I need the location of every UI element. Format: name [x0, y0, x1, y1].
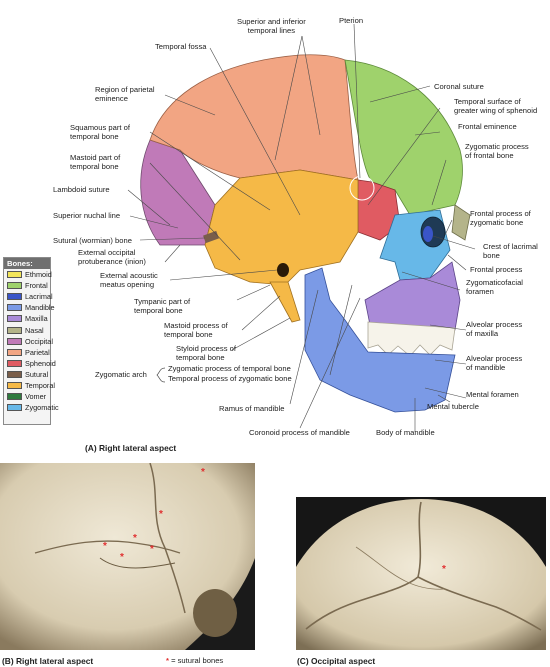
legend-swatch	[7, 315, 22, 323]
label-external-occipital: External occipital protuberance (inion)	[78, 248, 146, 266]
legend-swatch	[7, 393, 22, 401]
label-tympanic-part: Tympanic part of temporal bone	[134, 297, 191, 315]
label-mastoid-part: Mastoid part of temporal bone	[70, 153, 121, 171]
label-zygomatic-arch: Zygomatic arch	[95, 370, 147, 379]
sutural-star: *	[159, 509, 163, 520]
photo-right-lateral	[0, 463, 255, 650]
legend-swatch	[7, 381, 22, 389]
sutural-star: *	[103, 541, 107, 552]
legend-label: Vomer	[25, 392, 47, 402]
legend-swatch	[7, 337, 22, 345]
label-styloid-process: Styloid process of temporal bone	[176, 344, 236, 362]
label-frontal-process-zygomatic: Frontal process of zygomatic bone	[470, 209, 531, 227]
label-ramus-mandible: Ramus of mandible	[219, 404, 285, 413]
label-coronal-suture: Coronal suture	[434, 82, 484, 91]
legend-label: Parietal	[25, 347, 50, 357]
legend-item: Lacrimal	[4, 291, 53, 302]
legend-swatch	[7, 348, 22, 356]
label-mental-foramen: Mental foramen	[466, 390, 519, 399]
upper-teeth	[367, 321, 456, 357]
label-zygomatic-process-temporal: Zygomatic process of temporal bone	[168, 364, 291, 373]
label-alveolar-mandible: Alveolar process of mandible	[466, 354, 523, 372]
legend-item: Sutural	[4, 369, 50, 380]
label-external-acoustic: External acoustic meatus opening	[100, 271, 158, 289]
legend-swatch	[7, 326, 22, 334]
frontal-bone	[344, 59, 463, 216]
leader-lines	[127, 23, 476, 432]
sutural-bone	[203, 230, 219, 244]
sutural-star: *	[201, 467, 205, 478]
legend-item: Zygomatic	[4, 402, 59, 413]
label-temporal-lines: Superior and inferior temporal lines	[237, 17, 306, 35]
legend-swatch	[7, 293, 22, 301]
legend-item: Ethmoid	[4, 269, 52, 280]
legend-item: Parietal	[4, 347, 50, 358]
legend-label: Lacrimal	[25, 292, 53, 302]
label-squamous-temporal: Squamous part of temporal bone	[70, 123, 130, 141]
label-body-mandible: Body of mandible	[376, 428, 435, 437]
legend-item: Temporal	[4, 380, 55, 391]
caption-a: (A) Right lateral aspect	[85, 443, 177, 453]
label-mental-tubercle: Mental tubercle	[427, 402, 479, 411]
legend-swatch	[7, 370, 22, 378]
skull-illustration	[127, 23, 476, 432]
zygomatic-arch-brace	[156, 367, 166, 383]
sutural-star: *	[442, 564, 446, 575]
legend-swatch	[7, 282, 22, 290]
legend-item: Nasal	[4, 324, 50, 335]
sutural-star: *	[120, 552, 124, 563]
legend-label: Nasal	[25, 325, 44, 335]
legend-label: Ethmoid	[25, 270, 52, 280]
legend-item: Occipital	[4, 336, 53, 347]
label-frontal-eminence: Frontal eminence	[458, 122, 517, 131]
legend-label: Zygomatic	[25, 403, 59, 413]
mandible-bone	[304, 267, 456, 413]
nasal-bone	[451, 204, 471, 241]
caption-b: (B) Right lateral aspect	[2, 656, 94, 666]
label-temporal-process-zygomatic: Temporal process of zygomatic bone	[168, 374, 292, 383]
legend-label: Sphenoid	[25, 358, 56, 368]
legend-item: Vomer	[4, 391, 50, 402]
legend-item: Maxilla	[4, 313, 50, 324]
label-parietal-eminence: Region of parietal eminence	[95, 85, 155, 103]
label-frontal-process: Frontal process	[470, 265, 523, 274]
label-coronoid-process: Coronoid process of mandible	[249, 428, 350, 437]
pterion-circle	[349, 175, 375, 201]
legend-swatch	[7, 304, 22, 312]
label-zygomatic-process-frontal: Zygomatic process of frontal bone	[465, 142, 529, 160]
caption-c: (C) Occipital aspect	[297, 656, 376, 666]
legend-label: Occipital	[25, 336, 53, 346]
legend-item: Mandible	[4, 302, 55, 313]
label-superior-nuchal-line: Superior nuchal line	[53, 211, 121, 220]
legend-label: Mandible	[25, 303, 55, 313]
sutural-note: * = sutural bones	[166, 656, 224, 665]
label-pterion: Pterion	[339, 16, 364, 25]
legend-label: Temporal	[25, 380, 56, 390]
sutural-star: *	[133, 533, 137, 544]
legend-item: Frontal	[4, 280, 50, 291]
photo-occipital	[296, 497, 546, 650]
legend-swatch	[7, 404, 22, 412]
label-alveolar-maxilla: Alveolar process of maxilla	[466, 320, 523, 338]
label-temporal-fossa: Temporal fossa	[155, 42, 207, 51]
sutural-star: *	[150, 544, 154, 555]
label-lambdoid-suture: Lambdoid suture	[53, 185, 110, 194]
external-acoustic-meatus	[277, 263, 289, 277]
mastoid-process	[269, 281, 301, 323]
legend-swatch	[7, 271, 22, 279]
label-mastoid-process: Mastoid process of temporal bone	[164, 321, 228, 339]
legend-label: Frontal	[25, 281, 48, 291]
label-crest-lacrimal: Crest of lacrimal bone	[483, 242, 538, 260]
legend-item: Sphenoid	[4, 358, 56, 369]
label-temporal-surface-sphenoid: Temporal surface of greater wing of sphe…	[454, 97, 538, 115]
legend-swatch	[7, 359, 22, 367]
label-sutural-bone: Sutural (wormian) bone	[53, 236, 132, 245]
legend-label: Maxilla	[25, 314, 48, 324]
legend-title: Bones:	[4, 258, 50, 269]
label-zygomaticofacial: Zygomaticofacial foramen	[466, 278, 523, 296]
legend-label: Sutural	[25, 369, 49, 379]
